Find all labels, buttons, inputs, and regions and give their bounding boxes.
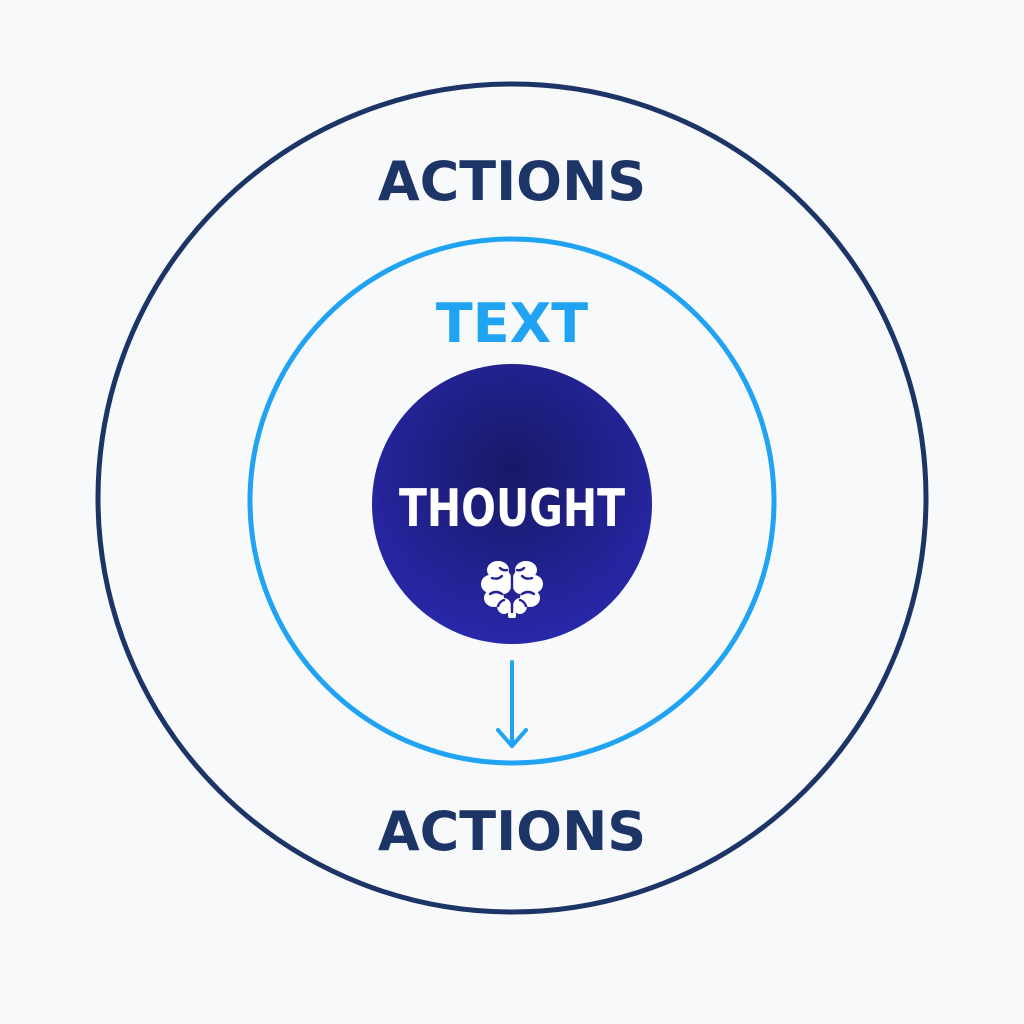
core-circle (372, 364, 652, 644)
core-label: THOUGHT (399, 479, 625, 539)
outer-label-top: ACTIONS (378, 150, 646, 213)
down-arrow (496, 660, 528, 748)
outer-label-bottom: ACTIONS (378, 800, 646, 863)
middle-ring (247, 236, 777, 766)
outer-ring (95, 81, 929, 915)
brain-icon (481, 560, 543, 618)
middle-label: TEXT (436, 292, 588, 355)
